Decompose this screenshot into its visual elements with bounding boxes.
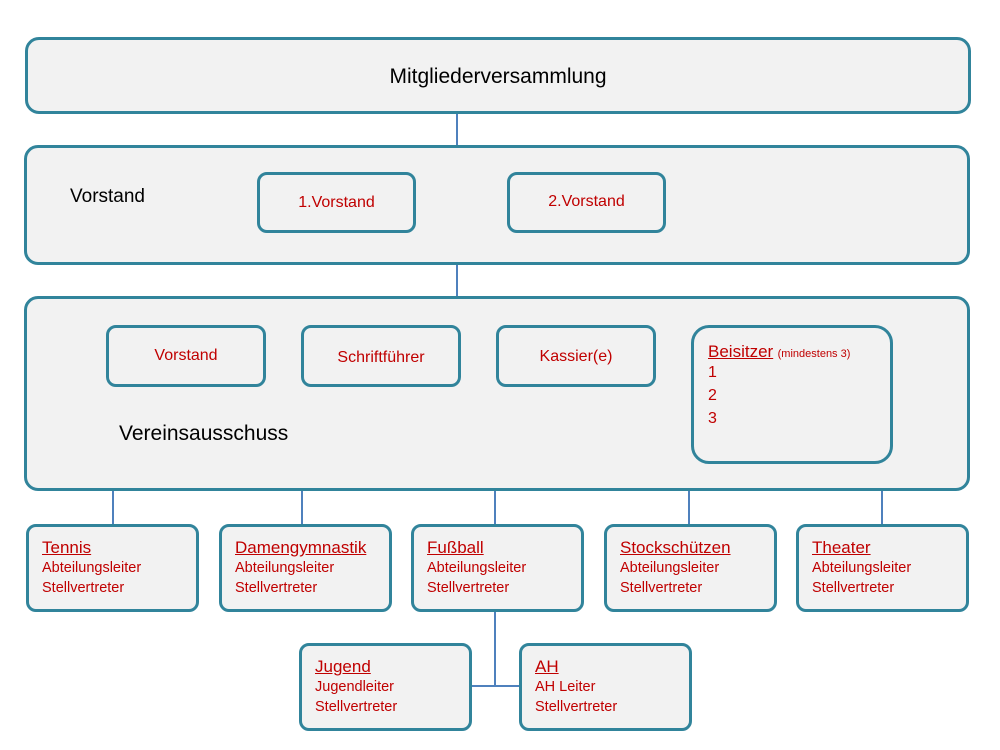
connector-assembly-board [456,113,458,147]
department-name: Theater [812,538,871,557]
department-role: Stellvertreter [812,580,895,596]
committee-member-schriftfuehrer-label: Schriftführer [337,349,425,366]
assessors-note: (mindestens 3) [777,348,851,360]
committee-member-schriftfuehrer: Schriftführer [301,325,461,387]
department-damengymnastik: Damengymnastik Abteilungsleiter Stellver… [219,524,392,612]
connector-committee-fussball [494,490,496,526]
subdepartment-role: Jugendleiter [315,679,394,695]
department-theater: Theater Abteilungsleiter Stellvertreter [796,524,969,612]
board-member-1: 1.Vorstand [257,172,416,233]
connector-committee-tennis [112,490,114,526]
department-role: Abteilungsleiter [812,560,912,576]
committee-member-vorstand-label: Vorstand [154,347,218,364]
department-name: Tennis [42,538,92,557]
board-box: Vorstand 1.Vorstand 2.Vorstand [24,145,970,265]
subdepartment-role: Stellvertreter [315,699,398,715]
department-role: Stellvertreter [427,580,510,596]
committee-label: Vereinsausschuss [119,422,289,445]
department-name: Stockschützen [620,538,731,557]
board-member-2-label: 2.Vorstand [548,193,625,210]
department-stockschuetzen-text: Stockschützen Abteilungsleiter Stellvert… [620,538,731,598]
committee-member-kassier: Kassier(e) [496,325,656,387]
assembly-box: Mitgliederversammlung [25,37,971,114]
department-role: Stellvertreter [42,580,125,596]
assessor-item: 2 [708,387,717,404]
connector-committee-damengymnastik [301,490,303,526]
connector-committee-theater [881,490,883,526]
committee-member-kassier-label: Kassier(e) [539,348,613,365]
department-fussball: Fußball Abteilungsleiter Stellvertreter [411,524,584,612]
subdepartment-role: Stellvertreter [535,699,618,715]
department-name: Damengymnastik [235,538,367,557]
committee-member-vorstand: Vorstand [106,325,266,387]
board-member-1-label: 1.Vorstand [298,194,375,211]
board-label: Vorstand [70,186,145,207]
connector-fussball-sub [494,610,496,686]
connector-sub-horizontal [469,685,521,687]
assessor-item: 3 [708,410,717,427]
assessors-box: Beisitzer (mindestens 3) 1 2 3 [691,325,893,464]
department-role: Stellvertreter [620,580,703,596]
department-role: Abteilungsleiter [620,560,720,576]
department-stockschuetzen: Stockschützen Abteilungsleiter Stellvert… [604,524,777,612]
committee-box: Vereinsausschuss Vorstand Schriftführer … [24,296,970,491]
department-role: Abteilungsleiter [235,560,335,576]
subdepartment-ah: AH AH Leiter Stellvertreter [519,643,692,731]
department-damengymnastik-text: Damengymnastik Abteilungsleiter Stellver… [235,538,366,598]
department-role: Abteilungsleiter [42,560,142,576]
department-role: Abteilungsleiter [427,560,527,576]
connector-board-committee [456,264,458,298]
assembly-label: Mitgliederversammlung [389,65,607,88]
subdepartment-role: AH Leiter [535,679,596,695]
department-theater-text: Theater Abteilungsleiter Stellvertreter [812,538,911,598]
department-name: Fußball [427,538,484,557]
department-tennis-text: Tennis Abteilungsleiter Stellvertreter [42,538,141,598]
subdepartment-name: Jugend [315,657,371,676]
connector-committee-stockschuetzen [688,490,690,526]
department-role: Stellvertreter [235,580,318,596]
board-member-2: 2.Vorstand [507,172,666,233]
department-fussball-text: Fußball Abteilungsleiter Stellvertreter [427,538,526,598]
department-tennis: Tennis Abteilungsleiter Stellvertreter [26,524,199,612]
subdepartment-jugend-text: Jugend Jugendleiter Stellvertreter [315,657,397,717]
subdepartment-jugend: Jugend Jugendleiter Stellvertreter [299,643,472,731]
assessors-title: Beisitzer [708,342,774,361]
assessors-heading: Beisitzer (mindestens 3) [708,342,850,362]
subdepartment-ah-text: AH AH Leiter Stellvertreter [535,657,617,717]
assessor-item: 1 [708,364,717,381]
subdepartment-name: AH [535,657,559,676]
